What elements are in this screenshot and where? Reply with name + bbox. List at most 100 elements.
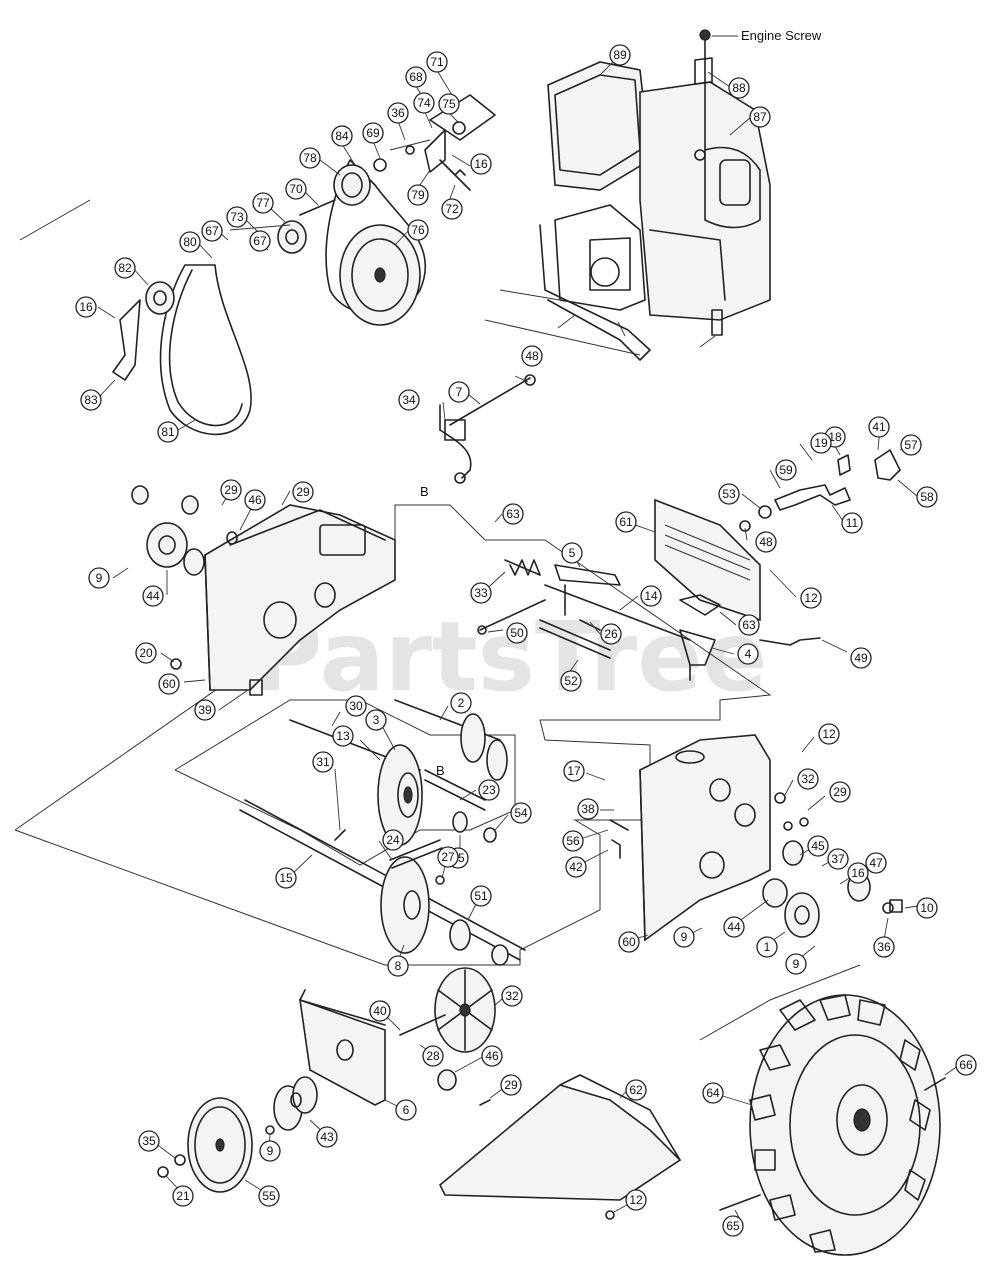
callout-number: 67 bbox=[253, 234, 267, 248]
callout-circle bbox=[470, 153, 492, 175]
callout-circle bbox=[252, 192, 274, 214]
callout-circle bbox=[226, 206, 248, 228]
callout-number: 87 bbox=[753, 110, 767, 124]
callout-circle bbox=[565, 856, 587, 878]
callout-number: 7 bbox=[456, 385, 463, 399]
callout-number: 12 bbox=[822, 727, 836, 741]
callout-11: 11 bbox=[841, 512, 863, 534]
b-marker-lower: B bbox=[436, 763, 445, 778]
callout-circle bbox=[841, 512, 863, 534]
callout-number: 81 bbox=[161, 425, 175, 439]
callout-29: 29 bbox=[500, 1074, 522, 1096]
callout-number: 32 bbox=[505, 989, 519, 1003]
callout-number: 14 bbox=[644, 589, 658, 603]
callout-number: 56 bbox=[566, 834, 580, 848]
callout-number: 55 bbox=[262, 1189, 276, 1203]
shift-rod-assembly bbox=[439, 374, 536, 484]
callout-44: 44 bbox=[723, 916, 745, 938]
callout-circle bbox=[437, 846, 459, 868]
callout-79: 79 bbox=[407, 184, 429, 206]
callout-number: 29 bbox=[224, 483, 238, 497]
callout-circle bbox=[829, 781, 851, 803]
callout-57: 57 bbox=[900, 434, 922, 456]
upper-right-brackets bbox=[654, 449, 901, 646]
callout-number: 53 bbox=[722, 487, 736, 501]
callout-circle bbox=[500, 1074, 522, 1096]
callout-28: 28 bbox=[422, 1045, 444, 1067]
callout-number: 78 bbox=[303, 151, 317, 165]
callout-circle bbox=[194, 699, 216, 721]
callout-circle bbox=[615, 511, 637, 533]
callout-number: 16 bbox=[474, 157, 488, 171]
callout-number: 21 bbox=[176, 1189, 190, 1203]
callout-number: 54 bbox=[514, 806, 528, 820]
callout-circle bbox=[258, 1185, 280, 1207]
callout-65: 65 bbox=[722, 1215, 744, 1237]
callout-circle bbox=[722, 1215, 744, 1237]
callout-number: 41 bbox=[872, 420, 886, 434]
callout-circle bbox=[259, 1140, 281, 1162]
callout-number: 10 bbox=[920, 901, 934, 915]
callout-31: 31 bbox=[312, 751, 334, 773]
callout-number: 4 bbox=[745, 647, 752, 661]
callout-circle bbox=[345, 695, 367, 717]
callout-number: 31 bbox=[316, 755, 330, 769]
callout-29: 29 bbox=[829, 781, 851, 803]
callout-number: 36 bbox=[877, 940, 891, 954]
callout-circle bbox=[157, 421, 179, 443]
callout-number: 42 bbox=[569, 860, 583, 874]
callout-83: 83 bbox=[80, 389, 102, 411]
callout-number: 12 bbox=[629, 1193, 643, 1207]
callout-circle bbox=[718, 483, 740, 505]
callout-circle bbox=[865, 852, 887, 874]
callout-circle bbox=[172, 1185, 194, 1207]
callout-15: 15 bbox=[275, 867, 297, 889]
callout-88: 88 bbox=[728, 77, 750, 99]
callout-number: 34 bbox=[402, 393, 416, 407]
callout-77: 77 bbox=[252, 192, 274, 214]
callout-circle bbox=[625, 1079, 647, 1101]
gear-case-assembly bbox=[157, 967, 496, 1193]
callout-24: 24 bbox=[382, 829, 404, 851]
callout-number: 13 bbox=[336, 729, 350, 743]
callout-39: 39 bbox=[194, 699, 216, 721]
callout-circle bbox=[756, 936, 778, 958]
callout-circle bbox=[481, 1045, 503, 1067]
callout-number: 84 bbox=[335, 129, 349, 143]
engine-assembly bbox=[484, 29, 771, 361]
callout-circle bbox=[506, 622, 528, 644]
callout-75: 75 bbox=[438, 93, 460, 115]
callout-16: 16 bbox=[75, 296, 97, 318]
callout-47: 47 bbox=[865, 852, 887, 874]
callout-circle bbox=[785, 953, 807, 975]
callout-circle bbox=[422, 1045, 444, 1067]
callout-48: 48 bbox=[755, 531, 777, 553]
callout-circle bbox=[158, 673, 180, 695]
callout-circle bbox=[868, 416, 890, 438]
callout-circle bbox=[702, 1082, 724, 1104]
callout-44: 44 bbox=[142, 585, 164, 607]
bottom-cover bbox=[439, 1074, 682, 1220]
callout-51: 51 bbox=[470, 885, 492, 907]
callout-number: 40 bbox=[373, 1004, 387, 1018]
callout-46: 46 bbox=[244, 489, 266, 511]
callout-circle bbox=[577, 798, 599, 820]
callout-circle bbox=[387, 955, 409, 977]
callout-number: 6 bbox=[403, 1103, 410, 1117]
callout-circle bbox=[80, 389, 102, 411]
callout-circle bbox=[114, 257, 136, 279]
callout-62: 62 bbox=[625, 1079, 647, 1101]
callout-circle bbox=[807, 835, 829, 857]
callout-circle bbox=[438, 93, 460, 115]
callout-circle bbox=[640, 585, 662, 607]
callout-circle bbox=[75, 296, 97, 318]
callout-43: 43 bbox=[316, 1126, 338, 1148]
callout-number: 88 bbox=[732, 81, 746, 95]
callout-53: 53 bbox=[718, 483, 740, 505]
callout-number: 62 bbox=[629, 1083, 643, 1097]
callout-32: 32 bbox=[501, 985, 523, 1007]
callout-number: 19 bbox=[814, 436, 828, 450]
callout-number: 38 bbox=[581, 802, 595, 816]
callout-87: 87 bbox=[749, 106, 771, 128]
callout-circle bbox=[818, 723, 840, 745]
